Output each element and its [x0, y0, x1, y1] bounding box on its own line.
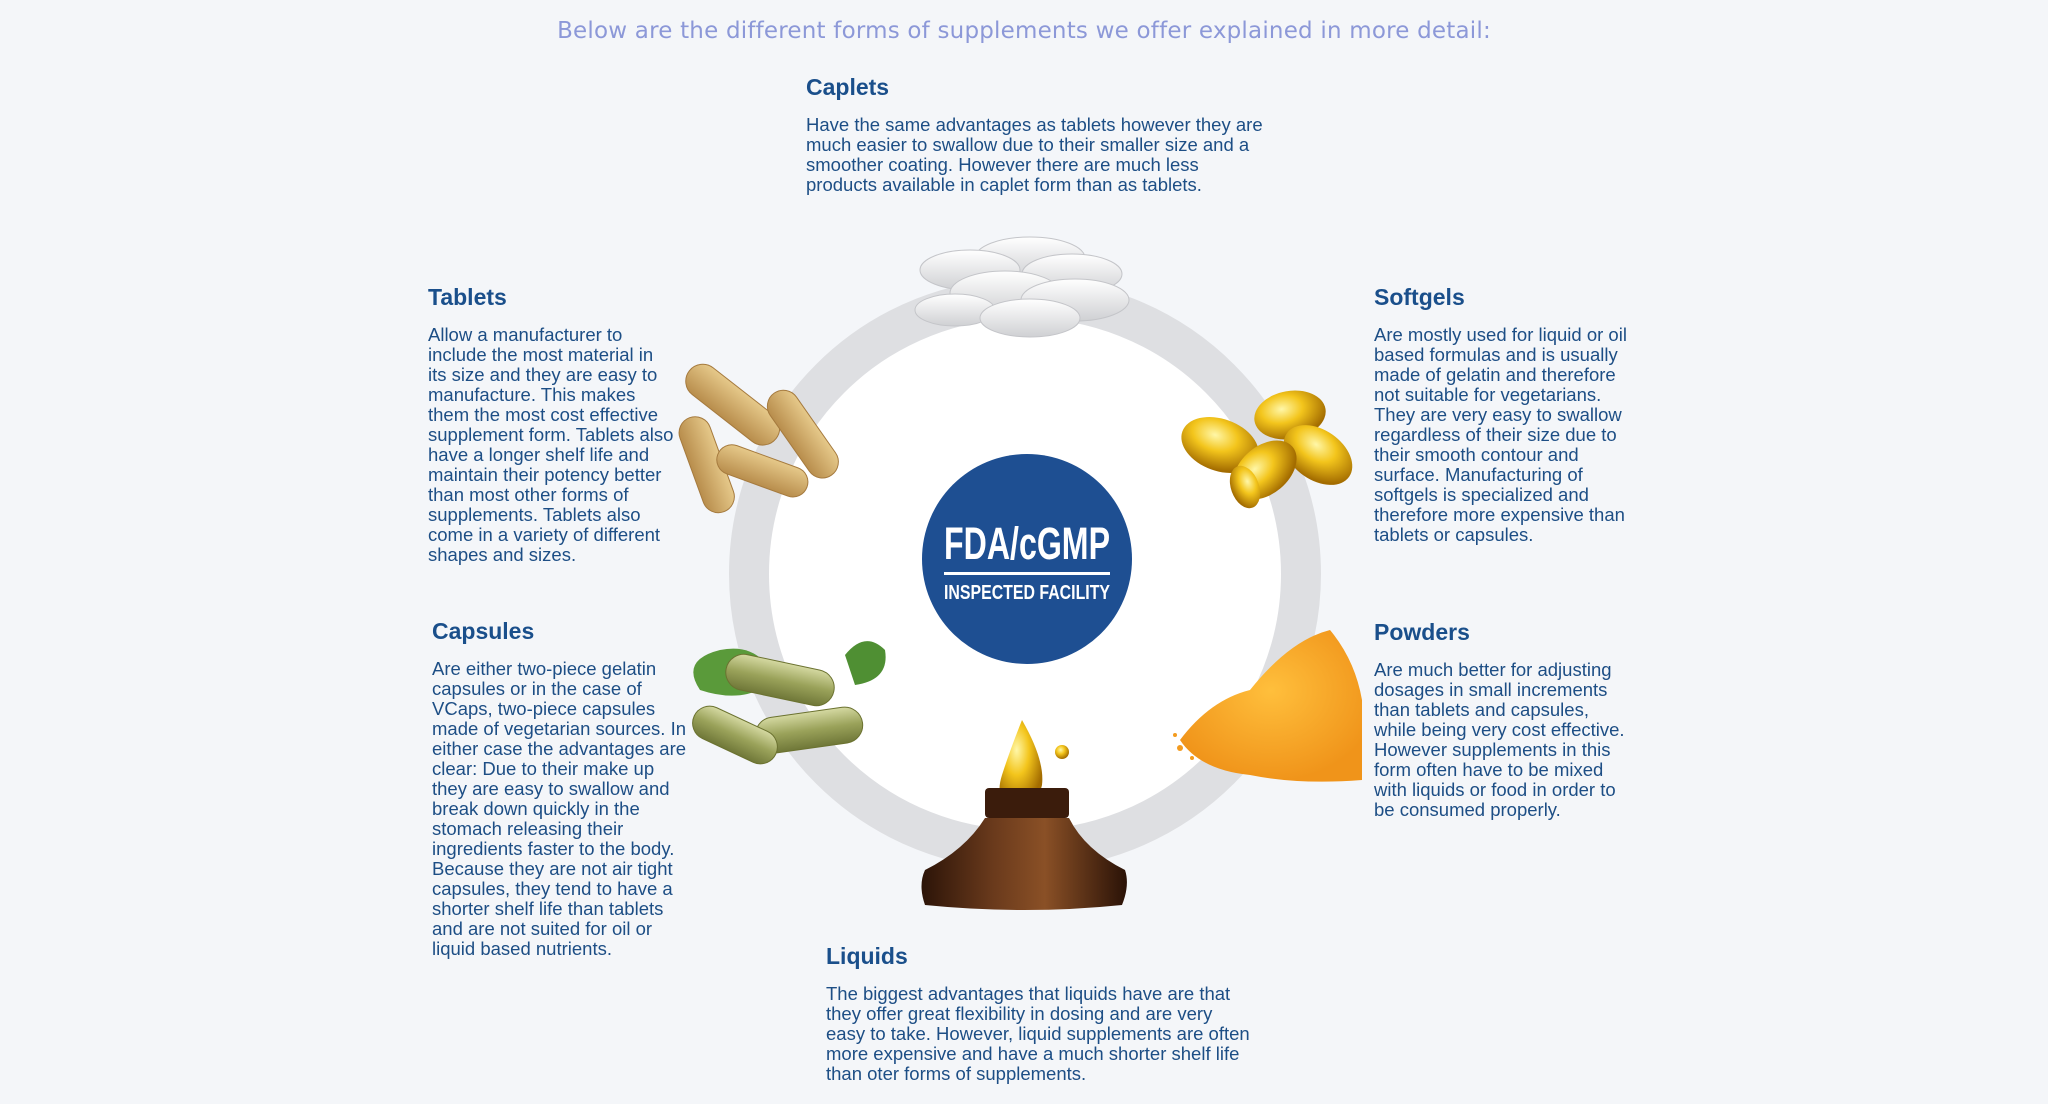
softgels-section: Softgels Are mostly used for liquid or o… [1374, 284, 1630, 545]
tablets-section: Tablets Allow a manufacturer to include … [428, 284, 676, 565]
liquids-title: Liquids [826, 943, 908, 969]
liquids-section: Liquids The biggest advantages that liqu… [826, 943, 1256, 1084]
softgels-description: Are mostly used for liquid or oil based … [1374, 324, 1627, 545]
capsules-section: Capsules Are either two-piece gelatin ca… [432, 618, 688, 959]
orange-powder-image [1173, 630, 1362, 782]
white-caplets-image [914, 236, 1130, 338]
fda-cgmp-badge: FDA/cGMP INSPECTED FACILITY [922, 454, 1132, 664]
green-capsules-image [692, 641, 886, 765]
powders-description: Are much better for adjusting dosages in… [1374, 659, 1625, 820]
capsules-description: Are either two-piece gelatin capsules or… [432, 658, 687, 959]
intro-heading: Below are the different forms of supplem… [557, 18, 1491, 44]
caplets-section: Caplets Have the same advantages as tabl… [806, 74, 1266, 195]
tablets-description: Allow a manufacturer to include the most… [428, 324, 674, 565]
liquids-description: The biggest advantages that liquids have… [826, 983, 1250, 1084]
tablets-title: Tablets [428, 284, 507, 310]
powders-section: Powders Are much better for adjusting do… [1374, 619, 1630, 820]
badge-line2: INSPECTED FACILITY [944, 582, 1111, 604]
caplets-title: Caplets [806, 74, 890, 100]
caplets-description: Have the same advantages as tablets howe… [806, 114, 1263, 195]
amber-bottle-image [921, 720, 1127, 910]
badge-line1: FDA/cGMP [944, 518, 1110, 569]
capsules-title: Capsules [432, 618, 535, 644]
softgels-title: Softgels [1374, 284, 1465, 310]
powders-title: Powders [1374, 619, 1470, 645]
tan-tablets-image [678, 363, 839, 514]
golden-softgels-image [1181, 390, 1353, 509]
